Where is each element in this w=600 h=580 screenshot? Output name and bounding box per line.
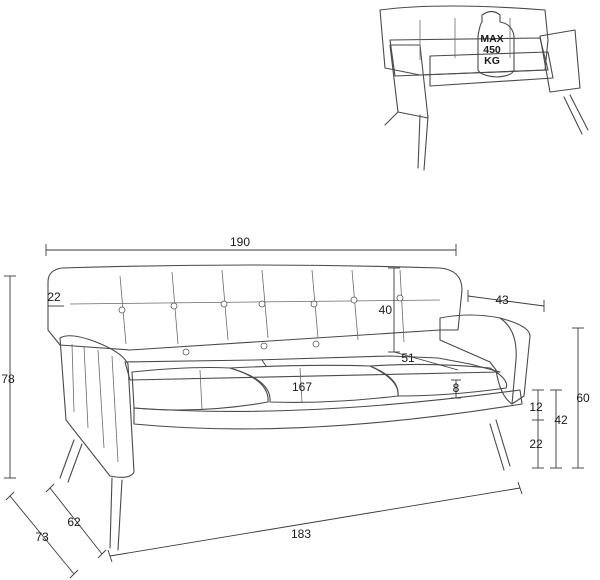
seat-cushion-right bbox=[369, 363, 508, 397]
label-back-height: 40 bbox=[379, 303, 393, 317]
sofa-backrest bbox=[47, 264, 463, 351]
tuft-button bbox=[182, 348, 190, 356]
tuft-button bbox=[118, 306, 126, 314]
leg-right bbox=[489, 423, 505, 471]
dim-line-seat-depth bbox=[393, 351, 459, 371]
label-seat-width: 167 bbox=[292, 380, 312, 394]
main-sofa-illustration bbox=[47, 264, 531, 551]
label-base-width: 183 bbox=[291, 527, 311, 541]
left-armrest bbox=[59, 335, 135, 478]
weight-tag-line2: 450 bbox=[483, 44, 501, 56]
tuft-button bbox=[260, 342, 268, 350]
tuft-button bbox=[312, 340, 320, 348]
label-leg-height: 22 bbox=[529, 437, 543, 451]
label-seat-depth: 51 bbox=[401, 351, 415, 365]
leg-front-left bbox=[59, 439, 75, 479]
dim-line-armrest-width bbox=[467, 295, 545, 307]
dim-line-total-depth bbox=[9, 495, 75, 575]
label-seat-cushion: 12 bbox=[529, 400, 543, 414]
dimension-lines bbox=[4, 244, 584, 579]
label-overall-width: 190 bbox=[230, 235, 250, 249]
dimension-labels: 190 22 43 40 51 167 8 78 60 42 12 22 73 … bbox=[1, 235, 590, 544]
dim-line-inner-depth bbox=[49, 487, 103, 555]
label-total-depth: 73 bbox=[35, 530, 49, 544]
tuft-button bbox=[310, 300, 318, 308]
weight-bag-icon bbox=[477, 10, 515, 78]
label-seat-height: 42 bbox=[554, 413, 568, 427]
label-overall-height: 78 bbox=[1, 372, 15, 386]
small-sofa-illustration: MAX 450 KG bbox=[379, 5, 589, 171]
weight-tag-line3: KG bbox=[484, 55, 500, 67]
label-inner-depth: 62 bbox=[67, 515, 81, 529]
tuft-button bbox=[220, 300, 228, 308]
label-cushion-thickness: 8 bbox=[453, 381, 460, 395]
tuft-button bbox=[258, 300, 266, 308]
weight-tag-line1: MAX bbox=[480, 33, 503, 45]
tuft-button bbox=[350, 296, 358, 304]
dim-line-base-width bbox=[109, 487, 521, 557]
label-armrest-width: 43 bbox=[495, 293, 509, 307]
label-arm-height: 60 bbox=[576, 391, 590, 405]
seat-cushion-middle bbox=[229, 364, 399, 403]
right-armrest bbox=[439, 314, 531, 405]
sofa-seat-back bbox=[124, 355, 501, 381]
leg-back-left bbox=[109, 477, 113, 549]
tuft-button bbox=[396, 294, 404, 302]
tuft-button bbox=[170, 302, 178, 310]
label-arm-offset: 22 bbox=[47, 290, 61, 304]
